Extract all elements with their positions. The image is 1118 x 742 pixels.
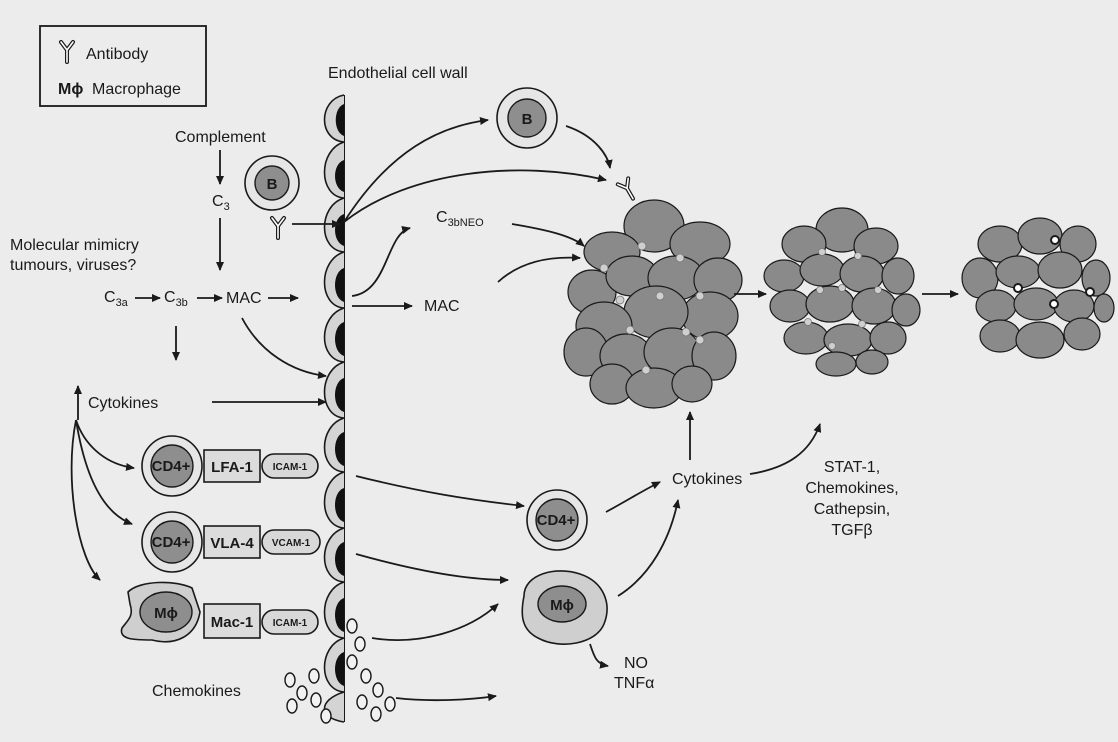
svg-text:CD4+: CD4+ (152, 458, 191, 475)
svg-text:B: B (267, 176, 278, 193)
macrophage-right: Mϕ (522, 571, 607, 644)
mac-label-right: MAC (424, 298, 460, 315)
legend-box: Antibody Mϕ Macrophage (40, 26, 206, 106)
legend-macrophage-symbol: Mϕ (58, 81, 83, 98)
mimicry-label-line1: Molecular mimicry (10, 237, 139, 254)
complement-label: Complement (175, 129, 266, 146)
svg-text:CD4+: CD4+ (537, 512, 576, 529)
legend-antibody-label: Antibody (86, 46, 148, 63)
legend-macrophage-label: Macrophage (92, 81, 181, 98)
b-cell-left: B (245, 156, 299, 210)
b-cell-right: B (497, 88, 557, 148)
svg-text:LFA-1: LFA-1 (211, 459, 253, 476)
chemokines-outcome-label: Chemokines, (805, 480, 898, 497)
svg-text:VLA-4: VLA-4 (210, 535, 254, 552)
tnf-label: TNFα (614, 675, 654, 692)
tgfb-label: TGFβ (831, 522, 872, 539)
svg-text:B: B (522, 111, 533, 128)
chemokines-label: Chemokines (152, 683, 241, 700)
cathepsin-label: Cathepsin, (814, 501, 891, 518)
svg-text:CD4+: CD4+ (152, 534, 191, 551)
svg-text:Mac-1: Mac-1 (211, 614, 254, 631)
svg-text:Mϕ: Mϕ (550, 597, 574, 614)
mac-label-left: MAC (226, 290, 262, 307)
islet-destroyed (962, 218, 1114, 358)
cd4-cell-right: CD4+ (527, 490, 587, 550)
svg-text:ICAM-1: ICAM-1 (273, 618, 308, 629)
cytokines-label-left: Cytokines (88, 395, 158, 412)
stat1-label: STAT-1, (824, 459, 880, 476)
mimicry-label-line2: tumours, viruses? (10, 257, 136, 274)
no-label: NO (624, 655, 648, 672)
svg-text:VCAM-1: VCAM-1 (272, 538, 311, 549)
cytokines-label-right: Cytokines (672, 471, 742, 488)
svg-text:Mϕ: Mϕ (154, 605, 178, 622)
wall-title: Endothelial cell wall (328, 65, 468, 82)
svg-text:ICAM-1: ICAM-1 (273, 462, 308, 473)
